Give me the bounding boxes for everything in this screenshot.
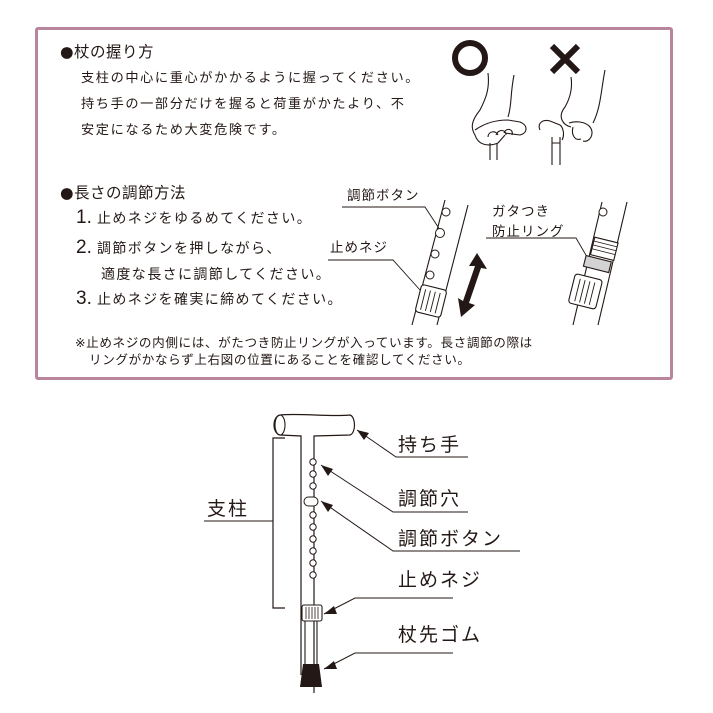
diagram-label-button: 調節ボタン xyxy=(347,188,420,204)
note-line-1: ※止めネジの内側には、がたつき防止リングが入っています。長さ調節の際は xyxy=(75,335,533,350)
grip-heading: ●杖の握り方 xyxy=(60,43,155,61)
step-2-number: 2. xyxy=(76,237,92,258)
correct-grip-illustration xyxy=(452,40,527,160)
adjustment-shaft-illustration xyxy=(328,199,487,326)
part-label-rubber-tip: 杖先ゴム xyxy=(398,624,483,646)
step-1-text: 止めネジをゆるめてください。 xyxy=(96,211,313,227)
double-arrow-icon xyxy=(458,253,487,317)
grip-line-3: 安定になるため大変危険です。 xyxy=(81,123,287,138)
instruction-frame xyxy=(35,27,673,380)
part-label-adjust-hole: 調節穴 xyxy=(398,488,462,510)
correct-mark-icon xyxy=(452,40,488,76)
step-2-text-line2: 適度な長さに調節してください。 xyxy=(101,267,332,283)
length-heading: ●長さの調節方法 xyxy=(60,184,187,202)
note-line-2: リングがかならず上右図の位置にあることを確認してください。 xyxy=(89,352,471,367)
step-1-number: 1. xyxy=(76,207,92,228)
cane-parts-diagram xyxy=(204,413,520,693)
wrong-mark-icon xyxy=(549,43,581,75)
part-label-shaft: 支柱 xyxy=(207,498,250,520)
step-2: 2. 調節ボタンを押しながら、 xyxy=(76,237,282,259)
step-3-text: 止めネジを確実に締めてください。 xyxy=(96,292,343,308)
part-label-lock-screw: 止めネジ xyxy=(398,569,483,591)
anti-rattle-ring-illustration xyxy=(486,201,628,326)
diagram-label-screw: 止めネジ xyxy=(330,240,388,256)
part-label-adjust-button: 調節ボタン xyxy=(398,528,504,550)
grip-line-2: 持ち手の一部分だけを握ると荷重がかたより、不 xyxy=(81,97,406,112)
step-1: 1. 止めネジをゆるめてください。 xyxy=(76,207,312,229)
step-3-number: 3. xyxy=(76,288,92,309)
step-2-text: 調節ボタンを押しながら、 xyxy=(96,241,282,257)
step-3: 3. 止めネジを確実に締めてください。 xyxy=(76,288,343,310)
wrong-grip-illustration xyxy=(538,43,606,165)
part-label-handle: 持ち手 xyxy=(398,434,462,456)
grip-line-1: 支柱の中心に重心がかかるように握ってください。 xyxy=(81,71,421,86)
diagram-label-ring-line2: 防止リング xyxy=(492,224,565,240)
diagram-label-ring-line1: ガタつき xyxy=(492,204,550,220)
